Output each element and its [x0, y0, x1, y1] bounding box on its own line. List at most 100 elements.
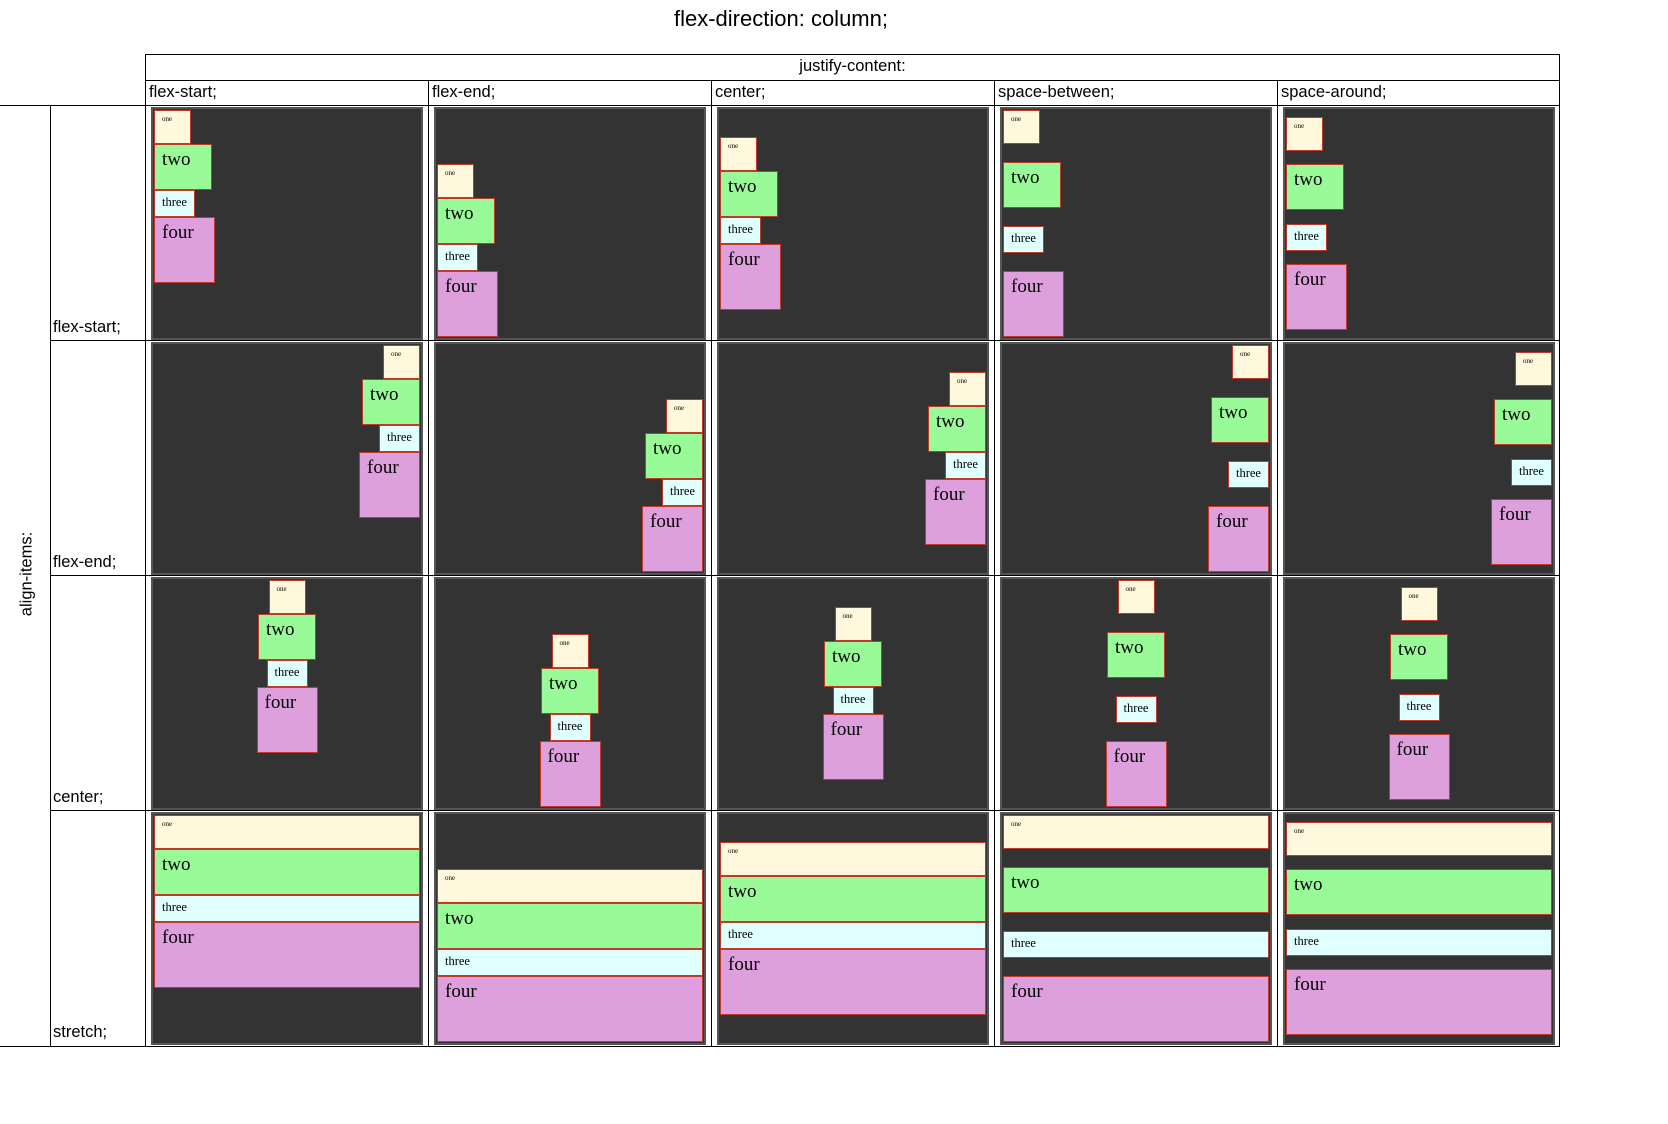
flex-item-one: one	[1400, 586, 1438, 621]
grid-line	[145, 54, 146, 1047]
row-label-flex-end: flex-end;	[53, 553, 117, 571]
flex-container-stretch-space-around: one two three four	[1283, 812, 1555, 1045]
flex-item-one: one	[1003, 110, 1040, 144]
flex-item-one: one	[1515, 351, 1552, 386]
flex-item-one: one	[1232, 345, 1269, 379]
flex-item-three: three	[549, 714, 591, 741]
flex-item-two: two	[824, 641, 882, 687]
flex-item-four: four	[154, 922, 420, 988]
flex-item-three: three	[1286, 223, 1327, 251]
grid-line	[50, 575, 1560, 576]
flex-item-one: one	[437, 164, 474, 198]
flex-item-one: one	[1286, 821, 1552, 856]
column-label-space-between: space-between;	[998, 83, 1115, 101]
column-label-flex-end: flex-end;	[432, 83, 496, 101]
grid-line	[994, 80, 995, 1047]
grid-line	[50, 105, 51, 1047]
flex-item-four: four	[822, 714, 884, 780]
flex-item-three: three	[1228, 461, 1269, 488]
flex-item-one: one	[437, 869, 703, 903]
grid-line	[50, 340, 1560, 341]
grid-line	[711, 80, 712, 1047]
flex-item-one: one	[154, 815, 420, 849]
flex-item-three: three	[266, 660, 308, 687]
flex-item-two: two	[362, 379, 420, 425]
grid-line	[1559, 54, 1560, 1047]
row-label-flex-start: flex-start;	[53, 318, 121, 336]
grid-line	[0, 105, 1560, 106]
flex-item-four: four	[539, 741, 601, 807]
flex-item-two: two	[720, 876, 986, 922]
grid-line	[428, 80, 429, 1047]
grid-line	[0, 1046, 1560, 1047]
flex-item-one: one	[154, 110, 191, 144]
flex-item-four: four	[720, 244, 781, 310]
flex-item-three: three	[945, 452, 986, 479]
flex-item-two: two	[154, 144, 212, 190]
flex-item-three: three	[154, 190, 195, 217]
align-items-header: align-items:	[17, 531, 36, 617]
flex-item-one: one	[666, 399, 703, 433]
flex-item-three: three	[437, 244, 478, 271]
flex-item-two: two	[720, 171, 778, 217]
flex-item-one: one	[551, 634, 589, 668]
grid-line	[145, 80, 1560, 81]
flex-item-three: three	[662, 479, 703, 506]
flex-item-four: four	[154, 217, 215, 283]
flex-item-one: one	[720, 137, 757, 171]
flex-item-two: two	[1286, 869, 1552, 916]
flex-item-three: three	[379, 425, 420, 452]
flex-item-three: three	[720, 217, 761, 244]
flex-item-two: two	[437, 903, 703, 949]
flex-item-three: three	[1003, 226, 1044, 253]
flex-item-three: three	[1003, 931, 1269, 958]
flex-item-four: four	[256, 687, 318, 753]
flex-item-four: four	[437, 976, 703, 1042]
flex-item-four: four	[1003, 976, 1269, 1042]
flex-item-two: two	[541, 668, 599, 714]
flex-item-two: two	[1390, 634, 1448, 681]
flex-container-center-space-around: one two three four	[1283, 577, 1555, 810]
flex-item-four: four	[1286, 264, 1347, 331]
flex-item-three: three	[832, 687, 874, 714]
flex-item-one: one	[383, 345, 420, 379]
flex-item-two: two	[1494, 399, 1552, 446]
flex-item-four: four	[925, 479, 986, 545]
flex-item-two: two	[1107, 632, 1165, 678]
diagram-title: flex-direction: column;	[674, 6, 888, 31]
flex-item-three: three	[1115, 696, 1157, 723]
flex-item-four: four	[359, 452, 420, 518]
flex-item-four: four	[1208, 506, 1269, 572]
flex-item-two: two	[645, 433, 703, 479]
flex-item-four: four	[1388, 734, 1450, 801]
flex-item-two: two	[1211, 397, 1269, 443]
flex-item-three: three	[1286, 928, 1552, 956]
grid-line	[145, 54, 1560, 55]
grid-line	[1277, 80, 1278, 1047]
flex-item-one: one	[720, 842, 986, 876]
row-label-stretch: stretch;	[53, 1023, 108, 1041]
flex-item-one: one	[268, 580, 306, 614]
row-label-center: center;	[53, 788, 104, 806]
justify-content-header: justify-content:	[799, 57, 906, 75]
flex-item-one: one	[1286, 116, 1323, 151]
flex-item-three: three	[1398, 693, 1440, 721]
flex-item-two: two	[1003, 867, 1269, 913]
flex-item-four: four	[1286, 969, 1552, 1036]
flex-item-two: two	[258, 614, 316, 660]
flex-item-four: four	[642, 506, 703, 572]
flex-item-two: two	[1003, 162, 1061, 208]
